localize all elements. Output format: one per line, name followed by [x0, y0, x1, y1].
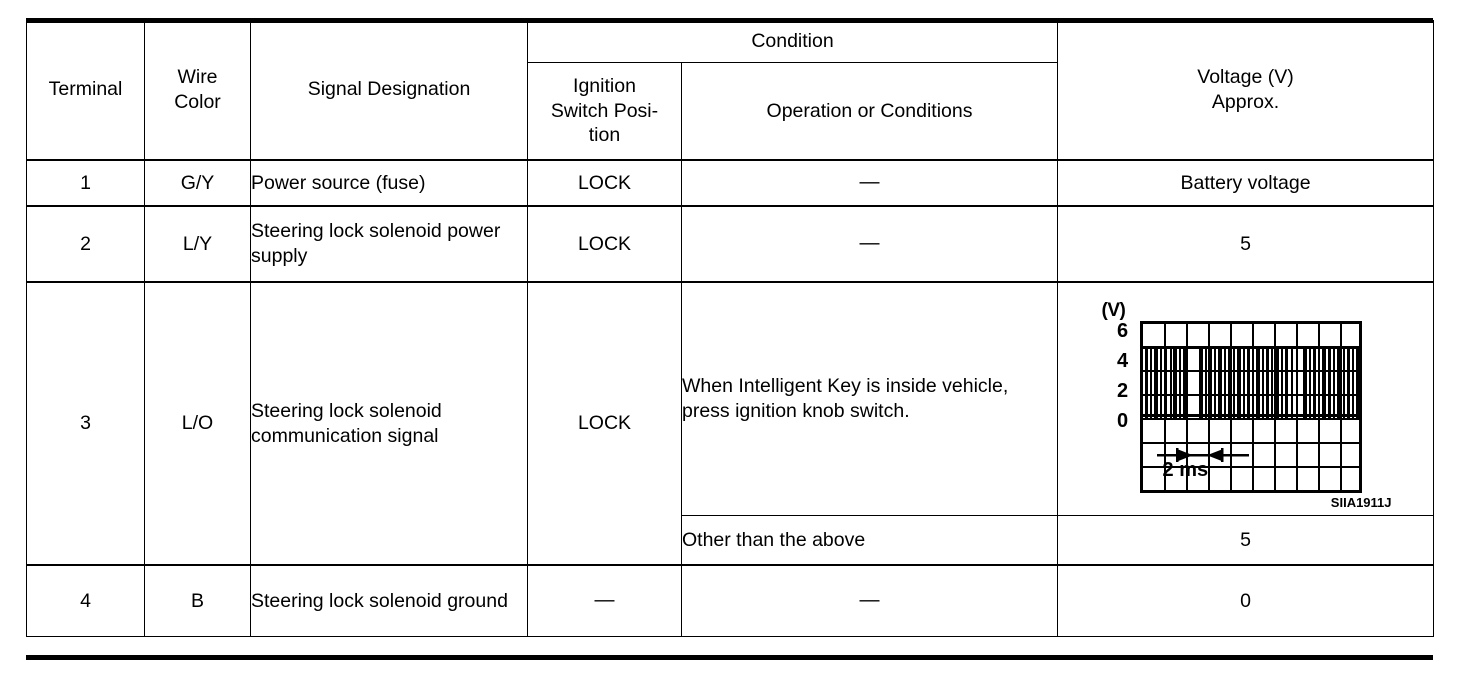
cell-operation-or-conditions: When Intelligent Key is inside vehicle, … — [680, 281, 1059, 516]
header-ignition-switch-position: Ignition Switch Posi- tion — [527, 62, 682, 161]
cell-voltage: 5 — [1057, 515, 1435, 566]
time-measurement-arrows — [1156, 444, 1261, 462]
header-voltage-line2: Approx. — [1211, 90, 1280, 113]
terminal-specification-table: Terminal Wire Color Signal Designation C… — [26, 20, 1435, 637]
table-row: 1 G/Y Power source (fuse) LOCK — Battery… — [26, 159, 1435, 207]
cell-operation-or-conditions: — — [680, 205, 1059, 283]
cell-wire-color: L/O — [144, 281, 251, 566]
table-header: Terminal Wire Color Signal Designation C… — [26, 20, 1435, 161]
cell-ignition-switch-position: LOCK — [527, 205, 682, 283]
waveform-y-tick: 4 — [1116, 350, 1129, 372]
header-signal-designation: Signal Designation — [250, 20, 528, 161]
cell-signal-designation: Steering lock solenoid power supply — [250, 205, 528, 283]
header-row-2: Ignition Switch Posi- tion Operation or … — [27, 62, 1434, 161]
cell-wire-color: G/Y — [144, 159, 251, 207]
header-condition: Condition — [526, 20, 1059, 63]
header-wire-color-line1: Wire — [177, 65, 218, 88]
header-row-1: Terminal Wire Color Signal Designation C… — [26, 20, 1435, 161]
cell-signal-designation: Power source (fuse) — [250, 159, 528, 207]
waveform-y-tick: 0 — [1116, 410, 1129, 432]
header-terminal: Terminal — [26, 20, 145, 161]
table-bottom-rule — [26, 655, 1433, 660]
grid-line-horizontal — [1142, 394, 1359, 396]
grid-line-vertical — [1185, 324, 1188, 490]
cell-signal-designation: Steering lock solenoid communication sig… — [250, 281, 528, 566]
header-wire-color: Wire Color — [144, 20, 251, 161]
cell-terminal: 3 — [26, 281, 145, 566]
waveform-y-tick: 6 — [1116, 320, 1129, 342]
header-voltage-line1: Voltage (V) — [1197, 65, 1294, 88]
table-row: 2 L/Y Steering lock solenoid power suppl… — [26, 205, 1435, 283]
time-scale-label: 2 ms — [1162, 459, 1209, 481]
cell-terminal: 4 — [26, 564, 145, 637]
waveform-plot-area: 2 ms — [1139, 321, 1362, 493]
header-ignition-line1: Ignition — [573, 74, 636, 97]
grid-line-horizontal — [1142, 370, 1359, 372]
table-row: Other than the above 5 — [27, 515, 1435, 566]
table-row: 4 B Steering lock solenoid ground — — 0 — [26, 564, 1435, 637]
header-ignition-line3: tion — [588, 124, 621, 147]
waveform-y-tick: 2 — [1116, 380, 1129, 402]
cell-operation-or-conditions: — — [680, 564, 1059, 637]
cell-terminal: 2 — [26, 205, 145, 283]
grid-line-vertical — [1295, 324, 1298, 490]
cell-ignition-switch-position: LOCK — [527, 281, 682, 566]
grid-line-horizontal — [1142, 418, 1359, 420]
cell-voltage: 5 — [1057, 205, 1435, 283]
cell-voltage: 0 — [1057, 564, 1435, 637]
cell-terminal: 1 — [26, 159, 145, 207]
cell-operation-or-conditions: — — [680, 159, 1059, 207]
cell-ignition-switch-position: — — [527, 564, 682, 637]
waveform-y-axis: 6 4 2 0 — [1110, 321, 1136, 431]
waveform-trace — [1142, 346, 1359, 420]
cell-signal-designation: Steering lock solenoid ground — [250, 564, 528, 637]
cell-wire-color: L/Y — [144, 205, 251, 283]
header-operation-or-conditions: Operation or Conditions — [680, 62, 1059, 161]
waveform-unit-label: (V) — [1101, 300, 1126, 321]
header-ignition-line2: Switch Posi- — [550, 99, 659, 122]
cell-operation-or-conditions: Other than the above — [680, 515, 1059, 566]
figure-id-label: SIIA1911J — [1330, 495, 1392, 510]
cell-ignition-switch-position: LOCK — [527, 159, 682, 207]
header-voltage: Voltage (V) Approx. — [1057, 20, 1435, 161]
grid-line-horizontal — [1142, 466, 1359, 468]
table-body: 1 G/Y Power source (fuse) LOCK — Battery… — [26, 159, 1435, 637]
table-row: 3 L/O Steering lock solenoid communicati… — [26, 281, 1435, 566]
cell-voltage: Battery voltage — [1057, 159, 1435, 207]
cell-wire-color: B — [144, 564, 251, 637]
oscilloscope-figure: (V) 6 4 2 0 — [1096, 299, 1396, 510]
grid-line-horizontal — [1142, 442, 1359, 444]
cell-voltage-waveform: (V) 6 4 2 0 — [1057, 281, 1435, 516]
header-wire-color-line2: Color — [174, 90, 221, 113]
